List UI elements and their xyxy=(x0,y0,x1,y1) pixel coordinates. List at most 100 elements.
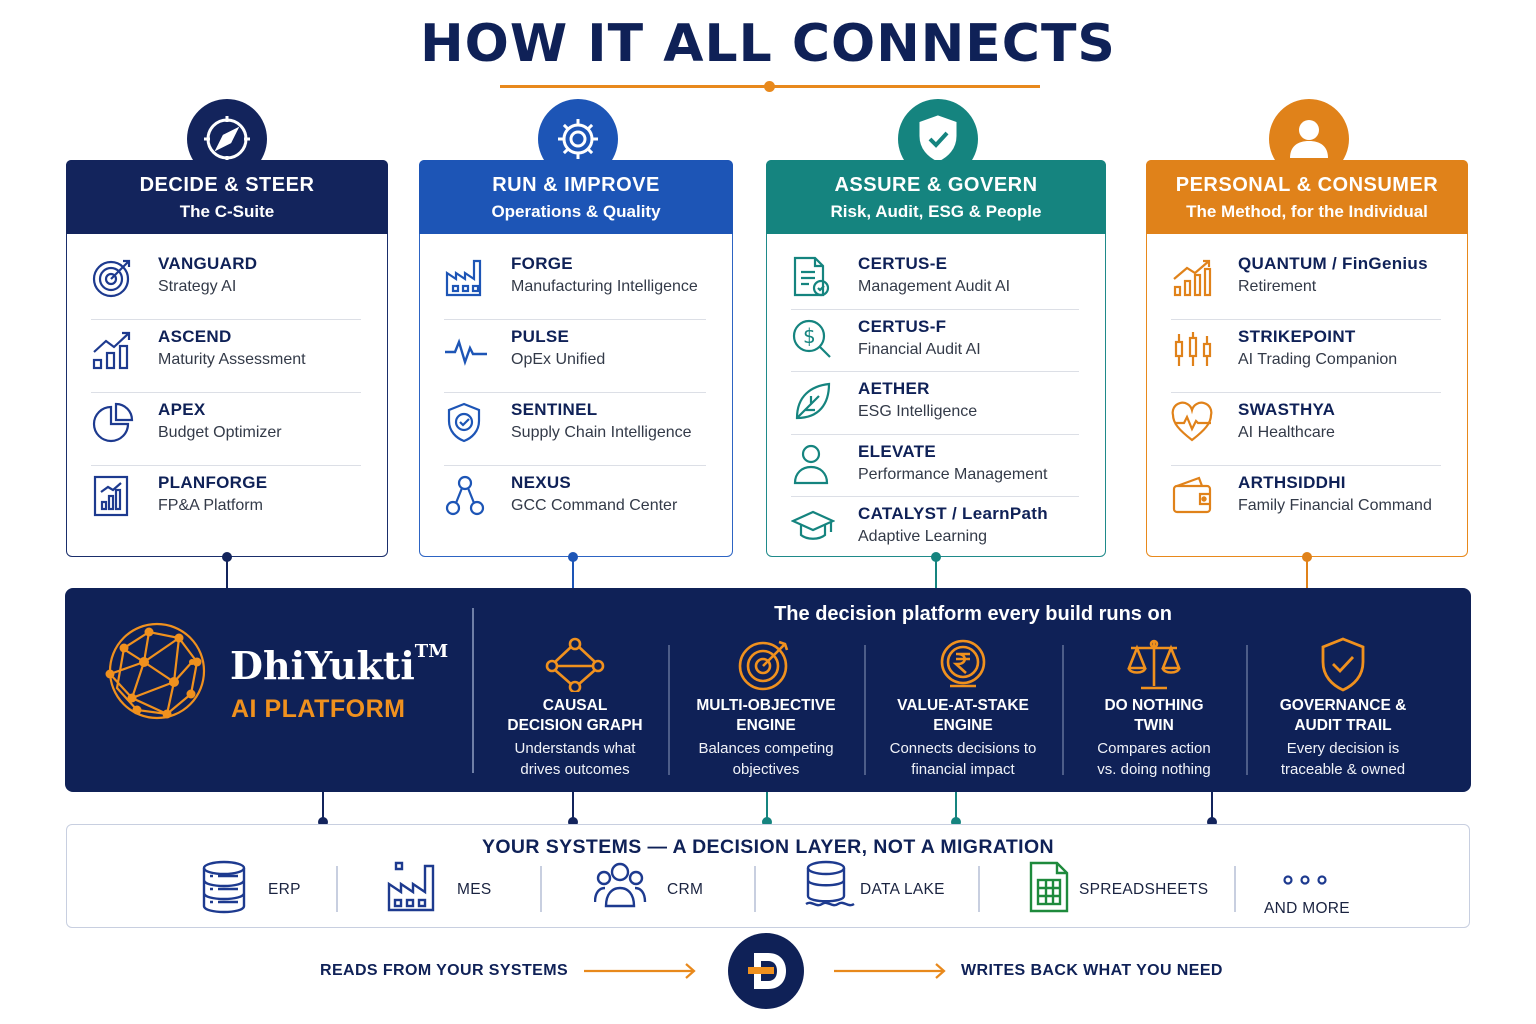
arrow-right-icon xyxy=(584,963,696,979)
neural-network-logo-icon xyxy=(105,622,206,720)
database-icon xyxy=(202,860,246,914)
feature-governance[interactable]: GOVERNANCE & AUDIT TRAIL Every decision … xyxy=(1253,636,1433,780)
product-aether[interactable]: AETHER ESG Intelligence xyxy=(791,372,1079,435)
feature-title: GOVERNANCE & AUDIT TRAIL xyxy=(1279,697,1407,734)
brand-name: DhiYukti xyxy=(230,643,415,688)
system-divider xyxy=(978,866,980,912)
platform-heading: The decision platform every build runs o… xyxy=(774,603,1172,625)
rupee-coin-icon xyxy=(940,639,986,688)
product-swasthya[interactable]: SWASTHYA AI Healthcare xyxy=(1171,393,1441,466)
arrow-right-icon xyxy=(834,963,946,979)
product-desc: AI Healthcare xyxy=(1238,424,1335,441)
product-pulse[interactable]: PULSE OpEx Unified xyxy=(444,320,706,393)
people-icon xyxy=(594,862,647,908)
product-desc: GCC Command Center xyxy=(511,497,678,514)
system-divider xyxy=(1234,866,1236,912)
product-strikepoint[interactable]: STRIKEPOINT AI Trading Companion xyxy=(1171,320,1441,393)
more-dots-icon xyxy=(1283,875,1327,885)
product-name: QUANTUM / FinGenius xyxy=(1238,254,1428,273)
scales-icon xyxy=(1127,639,1181,690)
system-divider xyxy=(540,866,542,912)
product-desc: Retirement xyxy=(1238,278,1317,295)
product-quantum[interactable]: QUANTUM / FinGenius Retirement xyxy=(1171,247,1441,320)
product-desc: Adaptive Learning xyxy=(858,528,987,545)
feature-causal-graph[interactable]: CAUSAL DECISION GRAPH Understands what d… xyxy=(485,636,665,780)
spreadsheet-icon xyxy=(1029,861,1069,913)
report-chart-icon xyxy=(93,475,129,517)
page-title: HOW IT ALL CONNECTS xyxy=(420,14,1116,74)
system-crm[interactable]: CRM xyxy=(594,860,704,914)
system-data-lake[interactable]: DATA LAKE xyxy=(804,860,954,914)
product-name: APEX xyxy=(158,400,206,419)
card-decide-steer[interactable]: DECIDE & STEER The C-Suite VANGUARD Stra… xyxy=(66,99,388,557)
product-planforge[interactable]: PLANFORGE FP&A Platform xyxy=(91,466,361,539)
connector-line xyxy=(572,557,574,588)
product-vanguard[interactable]: VANGUARD Strategy AI xyxy=(91,247,361,320)
product-desc: Manufacturing Intelligence xyxy=(511,278,698,295)
card-header: DECIDE & STEER The C-Suite xyxy=(66,160,388,234)
product-name: VANGUARD xyxy=(158,254,258,273)
factory-icon xyxy=(387,861,435,912)
feature-title: VALUE-AT-STAKE ENGINE xyxy=(897,697,1029,734)
system-and-more[interactable]: AND MORE xyxy=(1262,860,1362,917)
feature-value-at-stake[interactable]: VALUE-AT-STAKE ENGINE Connects decisions… xyxy=(873,636,1053,780)
system-spreadsheets[interactable]: SPREADSHEETS xyxy=(1028,860,1208,914)
feature-divider xyxy=(864,645,866,775)
graduation-cap-icon xyxy=(791,510,835,540)
wallet-icon xyxy=(1172,476,1212,514)
system-erp[interactable]: ERP xyxy=(200,860,310,914)
product-nexus[interactable]: NEXUS GCC Command Center xyxy=(444,466,706,539)
system-label: DATA LAKE xyxy=(860,881,945,898)
system-mes[interactable]: MES xyxy=(386,860,496,914)
platform-divider xyxy=(472,608,474,773)
card-assure-govern[interactable]: ASSURE & GOVERN Risk, Audit, ESG & Peopl… xyxy=(766,99,1106,560)
pulse-icon xyxy=(445,338,487,366)
feature-multi-objective[interactable]: MULTI-OBJECTIVE ENGINE Balances competin… xyxy=(676,636,856,780)
product-catalyst[interactable]: CATALYST / LearnPath Adaptive Learning xyxy=(791,497,1079,560)
network-icon xyxy=(445,475,485,516)
product-desc: Family Financial Command xyxy=(1238,497,1432,514)
product-elevate[interactable]: ELEVATE Performance Management xyxy=(791,435,1079,497)
trademark-mark: TM xyxy=(414,641,449,662)
feature-title: DO NOTHING TWIN xyxy=(1104,697,1204,734)
product-apex[interactable]: APEX Budget Optimizer xyxy=(91,393,361,466)
connector-line xyxy=(572,792,574,824)
factory-icon xyxy=(445,259,482,297)
card-subheading: Risk, Audit, ESG & People xyxy=(830,202,1042,221)
product-certus-e[interactable]: CERTUS-E Management Audit AI xyxy=(791,247,1079,310)
feature-title: MULTI-OBJECTIVE ENGINE xyxy=(696,697,836,734)
product-arthsiddhi[interactable]: ARTHSIDDHI Family Financial Command xyxy=(1171,466,1441,539)
connector-dot xyxy=(1207,817,1217,827)
product-name: SWASTHYA xyxy=(1238,400,1336,419)
system-label: ERP xyxy=(268,881,301,898)
product-sentinel[interactable]: SENTINEL Supply Chain Intelligence xyxy=(444,393,706,466)
connector-dot xyxy=(951,817,961,827)
platform-brand: DhiYuktiTM xyxy=(230,641,449,688)
feature-do-nothing-twin[interactable]: DO NOTHING TWIN Compares action vs. doin… xyxy=(1064,636,1244,780)
svg-text:$: $ xyxy=(803,324,816,348)
product-name: CERTUS-F xyxy=(858,316,947,336)
dhiyukti-platform-panel xyxy=(65,588,1471,792)
product-name: CATALYST / LearnPath xyxy=(858,504,1048,523)
card-heading: PERSONAL & CONSUMER xyxy=(1175,174,1439,196)
system-label: AND MORE xyxy=(1264,900,1350,917)
feature-title: CAUSAL DECISION GRAPH xyxy=(507,697,643,734)
product-desc: AI Trading Companion xyxy=(1238,351,1398,368)
product-name: PLANFORGE xyxy=(158,473,268,492)
card-run-improve[interactable]: RUN & IMPROVE Operations & Quality FORGE… xyxy=(419,99,733,557)
candlestick-icon xyxy=(1174,332,1212,366)
product-forge[interactable]: FORGE Manufacturing Intelligence xyxy=(444,247,706,320)
product-certus-f[interactable]: $ CERTUS-F Financial Audit AI xyxy=(791,310,1079,372)
connector-line xyxy=(226,557,228,588)
system-divider xyxy=(336,866,338,912)
feature-desc: Every decision is traceable & owned xyxy=(1280,740,1406,778)
card-personal-consumer[interactable]: PERSONAL & CONSUMER The Method, for the … xyxy=(1146,99,1468,557)
connector-line xyxy=(935,557,937,588)
product-desc: Financial Audit AI xyxy=(858,340,981,358)
product-desc: Management Audit AI xyxy=(858,278,1011,295)
title-underline-dot xyxy=(764,81,775,92)
product-ascend[interactable]: ASCEND Maturity Assessment xyxy=(91,320,361,393)
card-subheading: The Method, for the Individual xyxy=(1186,202,1428,221)
product-desc: Strategy AI xyxy=(158,278,237,295)
person-icon xyxy=(793,444,829,484)
